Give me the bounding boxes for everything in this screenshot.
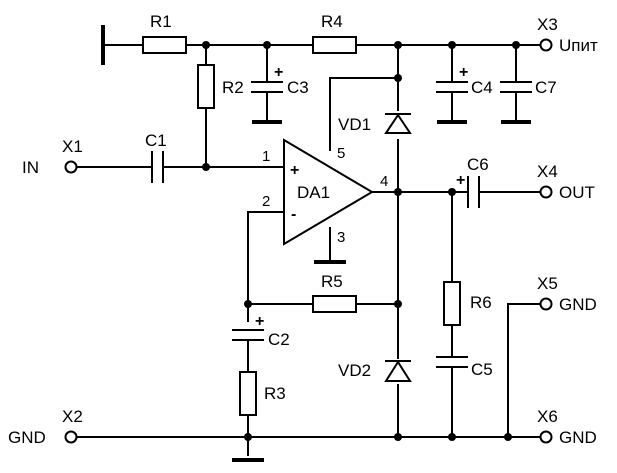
- polarity-plus-c3: +: [274, 64, 283, 81]
- polarity-plus-c2: +: [255, 313, 264, 330]
- diode-vd2: VD2: [338, 360, 412, 382]
- terminal-circle: [539, 297, 553, 311]
- junctions: [202, 41, 520, 441]
- capacitor-c3-label: C3: [287, 78, 309, 97]
- capacitor-c7: C7: [500, 78, 557, 97]
- diode-vd2-label: VD2: [338, 361, 371, 380]
- capacitor-c4-label: C4: [471, 78, 493, 97]
- capacitor-c2-label: C2: [268, 330, 290, 349]
- junction-dot: [448, 433, 456, 441]
- junction-dot: [394, 74, 402, 82]
- resistor-r3: R3: [239, 371, 286, 416]
- capacitor-c5: C5: [436, 356, 493, 379]
- junction-dot: [512, 41, 520, 49]
- resistor-r2-label: R2: [222, 78, 244, 97]
- connector-x5-id: X5: [537, 274, 558, 293]
- connector-x3-id: X3: [537, 15, 558, 34]
- capacitor-c6: + C6: [456, 155, 489, 208]
- resistor-r6: R6: [443, 281, 492, 326]
- opamp-pin-1: 1: [262, 148, 270, 165]
- junction-dot: [394, 41, 402, 49]
- resistor-r3-label: R3: [264, 384, 286, 403]
- capacitor-c4: + C4: [436, 64, 493, 97]
- connector-x3: X3 Uпит: [537, 15, 598, 55]
- resistor-r5-label: R5: [321, 272, 343, 291]
- diode-vd1-label: VD1: [338, 115, 371, 134]
- opamp-pin-3: 3: [337, 229, 345, 246]
- connector-x5-name: GND: [559, 295, 597, 314]
- terminal-circle: [539, 185, 553, 199]
- capacitor-c3: + C3: [251, 64, 309, 97]
- connector-x1-name: IN: [22, 158, 39, 177]
- opamp-pin-4: 4: [380, 173, 388, 190]
- connector-x2-id: X2: [62, 407, 83, 426]
- opamp-da1: + - DA1 1 2 3 4 5: [262, 138, 388, 246]
- resistor-r2: R2: [197, 64, 244, 109]
- opamp-minus-sign: -: [291, 206, 296, 223]
- polarity-plus-c4: +: [459, 64, 468, 81]
- junction-dot: [504, 433, 512, 441]
- capacitor-c1-label: C1: [145, 131, 167, 150]
- resistor-r1-label: R1: [150, 12, 172, 31]
- junction-dot: [202, 163, 210, 171]
- connector-x1: X1 IN: [22, 137, 83, 177]
- capacitor-c1: C1: [145, 131, 167, 183]
- junction-dot: [263, 41, 271, 49]
- junction-dot: [202, 41, 210, 49]
- connector-x1-id: X1: [62, 137, 83, 156]
- terminal-circle: [539, 430, 553, 444]
- connector-x4-name: OUT: [559, 183, 595, 202]
- junction-dot: [448, 188, 456, 196]
- junction-dot: [394, 433, 402, 441]
- opamp-plus-sign: +: [290, 162, 299, 179]
- diode-vd1: VD1: [338, 113, 412, 134]
- capacitor-c6-label: C6: [467, 155, 489, 174]
- connector-x4-id: X4: [537, 162, 558, 181]
- resistor-r4: R4: [312, 12, 357, 54]
- connector-x2: X2 GND: [8, 407, 83, 447]
- connector-x4: X4 OUT: [537, 162, 595, 202]
- resistor-r1: R1: [142, 12, 187, 54]
- junction-dot: [448, 41, 456, 49]
- wires: [76, 25, 542, 462]
- resistor-r6-label: R6: [470, 293, 492, 312]
- junction-dot: [394, 188, 402, 196]
- connector-x3-name: Uпит: [559, 36, 598, 55]
- junction-dot: [244, 433, 252, 441]
- terminal-circle: [64, 430, 78, 444]
- terminal-circle: [64, 160, 78, 174]
- opamp-pin-2: 2: [262, 193, 270, 210]
- resistor-r5: R5: [312, 272, 357, 313]
- junction-dot: [244, 300, 252, 308]
- capacitor-c2: + C2: [232, 313, 290, 349]
- connector-x6-id: X6: [537, 407, 558, 426]
- terminal-circle: [539, 38, 553, 52]
- connector-x6: X6 GND: [537, 407, 597, 447]
- resistor-r4-label: R4: [321, 12, 343, 31]
- opamp-label: DA1: [297, 183, 330, 202]
- polarity-plus-c6: +: [456, 172, 465, 189]
- opamp-pin-5: 5: [337, 145, 345, 162]
- connector-x6-name: GND: [559, 428, 597, 447]
- junction-dot: [394, 300, 402, 308]
- capacitor-c5-label: C5: [471, 360, 493, 379]
- connector-x5: X5 GND: [537, 274, 597, 314]
- connector-x2-name: GND: [8, 428, 46, 447]
- capacitor-c7-label: C7: [535, 78, 557, 97]
